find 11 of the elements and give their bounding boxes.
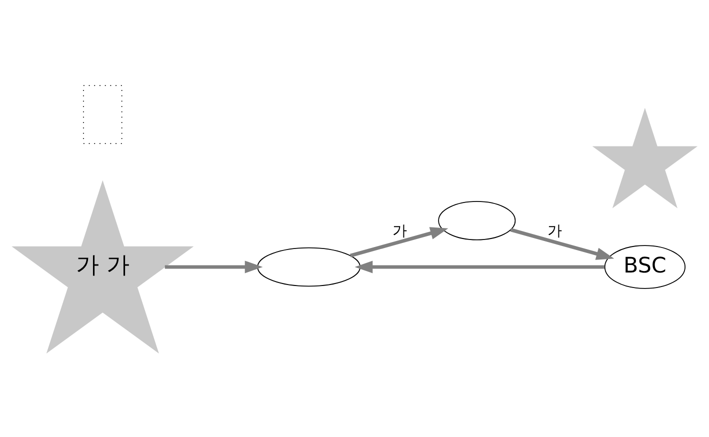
arrow <box>510 228 614 260</box>
arrow <box>164 260 263 273</box>
node-box <box>83 84 122 144</box>
edge-label: 가 <box>392 223 406 240</box>
edge-label: 가 <box>547 223 562 240</box>
node-star <box>592 107 698 208</box>
arrow <box>350 226 448 257</box>
node-ellipse <box>438 200 516 240</box>
node-ellipse <box>257 246 361 286</box>
arrow <box>354 260 604 273</box>
node-ellipse: BSC <box>604 244 686 288</box>
